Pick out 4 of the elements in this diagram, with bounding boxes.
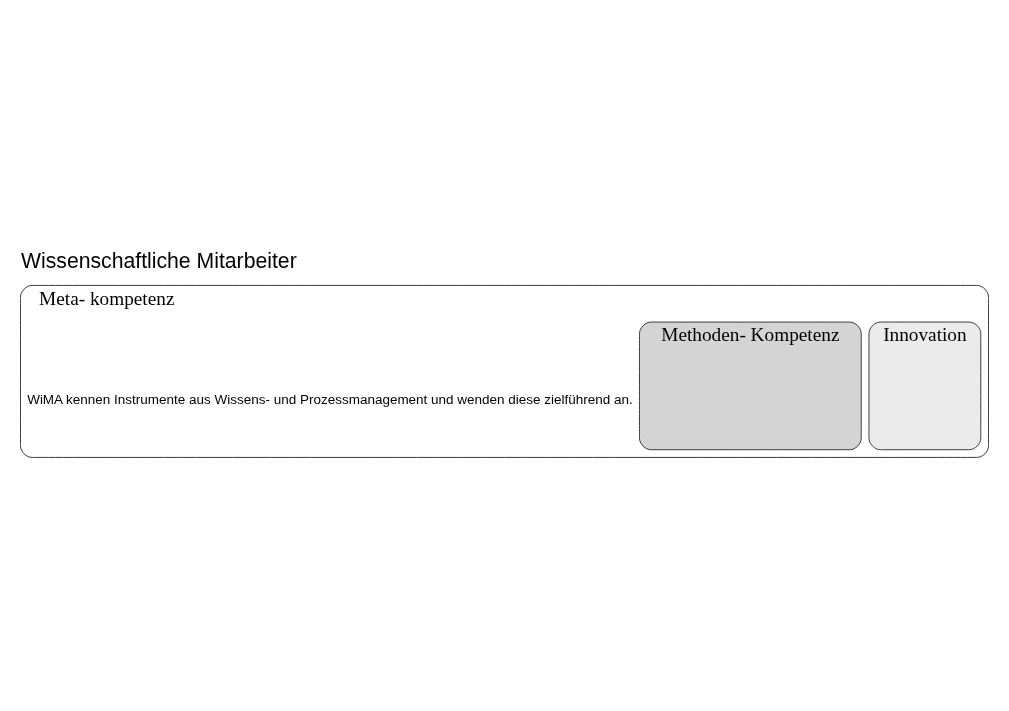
label: WiMA kennen Instrumente aus Wissens- und Prozessmanagement und wenden diese zielführend an. — [27, 391, 633, 407]
diagram-title: Wissenschaftliche Mitarbeiter — [20, 248, 297, 272]
node-box: Methoden- Kompetenz — [639, 321, 862, 450]
node-box: Innovation — [868, 321, 982, 450]
